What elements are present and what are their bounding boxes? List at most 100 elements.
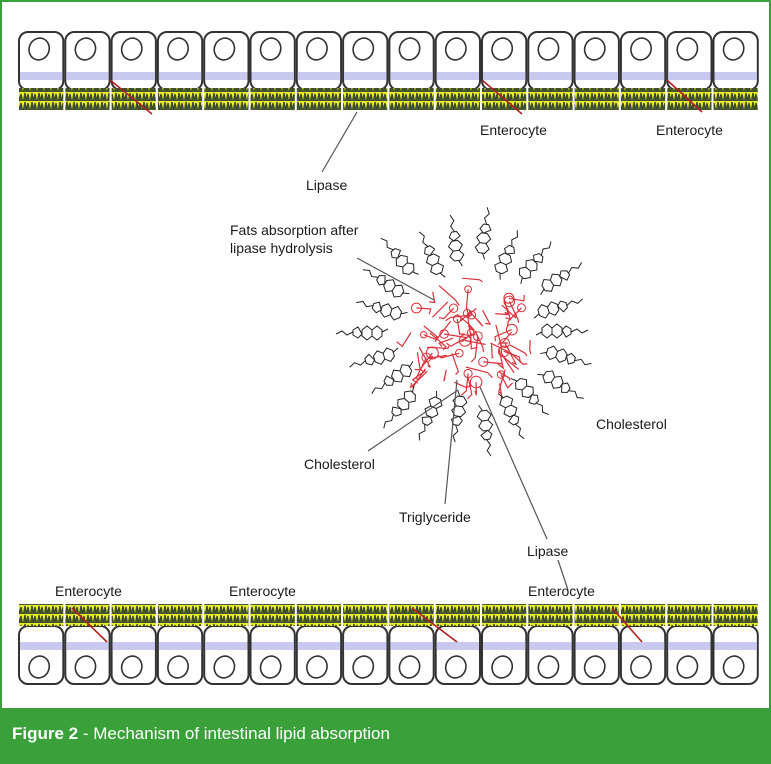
- triglyceride-chain: [418, 346, 431, 368]
- triglyceride-chain: [468, 310, 484, 327]
- label-enterocyte-top-2: Enterocyte: [656, 122, 723, 138]
- triglyceride-ring: [499, 337, 510, 349]
- label-enterocyte-bottom-1: Enterocyte: [55, 583, 122, 599]
- cholesterol-molecule: [537, 370, 584, 399]
- label-triglyceride: Triglyceride: [399, 509, 471, 525]
- triglyceride-chain: [409, 370, 428, 389]
- top-enterocyte-layer: [18, 31, 759, 115]
- leader-line-cholesterol-left: [367, 389, 459, 452]
- nucleus: [306, 37, 328, 61]
- cholesterol-molecule: [371, 361, 414, 394]
- enterocyte-cell: [666, 31, 713, 110]
- triglyceride-chain: [495, 311, 510, 316]
- lipid-transport-streak: [666, 79, 703, 113]
- enterocyte-cell: [434, 604, 482, 685]
- nucleus: [444, 655, 467, 679]
- triglyceride-chain: [509, 344, 528, 357]
- triglyceride-chain: [396, 332, 412, 348]
- leader-line-lipase-bottom: [479, 386, 548, 540]
- cholesterol-molecule: [349, 347, 399, 368]
- triglyceride-ring: [505, 323, 518, 336]
- nucleus: [630, 655, 652, 679]
- enterocyte-cell: [573, 604, 620, 685]
- triglyceride-ring: [420, 331, 428, 339]
- triglyceride-chain: [438, 337, 454, 347]
- enterocyte-cell: [295, 604, 343, 685]
- cholesterol-molecule: [518, 241, 552, 285]
- cholesterol-molecule: [356, 300, 408, 321]
- nucleus: [213, 37, 236, 61]
- triglyceride-chain: [500, 331, 513, 344]
- triglyceride-chain: [505, 308, 512, 321]
- enterocyte-cell: [18, 604, 65, 685]
- leader-line-triglyceride: [444, 379, 458, 505]
- enterocyte-cell: [712, 604, 759, 685]
- nucleus: [537, 37, 560, 61]
- lipid-transport-streak: [611, 607, 643, 643]
- nucleus: [213, 655, 236, 679]
- triglyceride-chain: [508, 350, 528, 365]
- triglyceride-chain: [464, 339, 486, 346]
- nucleus: [352, 37, 375, 61]
- triglyceride-chain: [416, 307, 432, 315]
- triglyceride-chain: [423, 325, 440, 338]
- triglyceride-chain: [416, 352, 424, 372]
- enterocyte-cell: [434, 31, 482, 110]
- cholesterol-shell: [335, 207, 592, 457]
- nucleus: [398, 655, 421, 679]
- lipid-transport-streak: [411, 607, 458, 643]
- triglyceride-chain: [498, 369, 506, 395]
- enterocyte-cell: [573, 31, 620, 110]
- cholesterol-molecule: [418, 391, 443, 441]
- enterocyte-cell: [619, 31, 667, 110]
- nucleus: [537, 655, 560, 679]
- triglyceride-chain: [446, 334, 472, 347]
- leader-line-fats-absorption: [356, 257, 435, 301]
- triglyceride-ring: [411, 302, 422, 314]
- cholesterol-molecule: [535, 323, 589, 339]
- enterocyte-cell: [203, 31, 250, 110]
- enterocyte-cell: [18, 31, 65, 110]
- lipid-absorption-diagram: Enterocyte Enterocyte Lipase Fats absorp…: [18, 31, 759, 685]
- triglyceride-chain: [460, 308, 477, 322]
- label-fats-absorption-line1: Fats absorption after: [230, 222, 359, 238]
- enterocyte-cell: [249, 604, 296, 685]
- nucleus: [28, 655, 51, 679]
- nucleus: [630, 37, 652, 61]
- triglyceride-chain: [465, 366, 493, 379]
- label-cholesterol-left: Cholesterol: [304, 456, 375, 472]
- leader-lines: [321, 111, 569, 591]
- lipid-transport-streak: [109, 79, 153, 115]
- nucleus: [74, 655, 97, 679]
- triglyceride-chain: [429, 291, 436, 304]
- leader-line-lipase-top: [321, 111, 358, 173]
- triglyceride-chain: [443, 369, 447, 382]
- triglyceride-chain: [490, 342, 509, 353]
- triglyceride-chain: [429, 332, 447, 351]
- figure-caption-bar: Figure 2 - Mechanism of intestinal lipid…: [2, 708, 769, 762]
- nucleus: [398, 37, 421, 61]
- cholesterol-molecule: [540, 345, 592, 366]
- triglyceride-ring: [472, 331, 483, 342]
- nucleus: [28, 37, 51, 61]
- enterocyte-cell: [388, 604, 435, 685]
- triglyceride-chain: [497, 348, 505, 370]
- triglyceride-chain: [466, 313, 476, 336]
- cholesterol-molecule: [362, 269, 410, 298]
- label-enterocyte-bottom-2: Enterocyte: [229, 583, 296, 599]
- triglyceride-ring: [469, 375, 483, 389]
- label-enterocyte-bottom-3: Enterocyte: [528, 583, 595, 599]
- enterocyte-cell: [712, 31, 759, 110]
- triglyceride-ring: [496, 370, 506, 379]
- triglyceride-chain: [482, 309, 492, 325]
- triglyceride-chain: [470, 332, 478, 350]
- enterocyte-cell: [64, 31, 111, 110]
- caption-separator: -: [78, 724, 94, 743]
- cholesterol-molecule: [450, 389, 468, 443]
- triglyceride-chain: [465, 289, 469, 313]
- cholesterol-molecule: [383, 385, 416, 429]
- cholesterol-molecule: [474, 207, 492, 260]
- nucleus: [120, 37, 143, 61]
- triglyceride-chain: [451, 353, 460, 376]
